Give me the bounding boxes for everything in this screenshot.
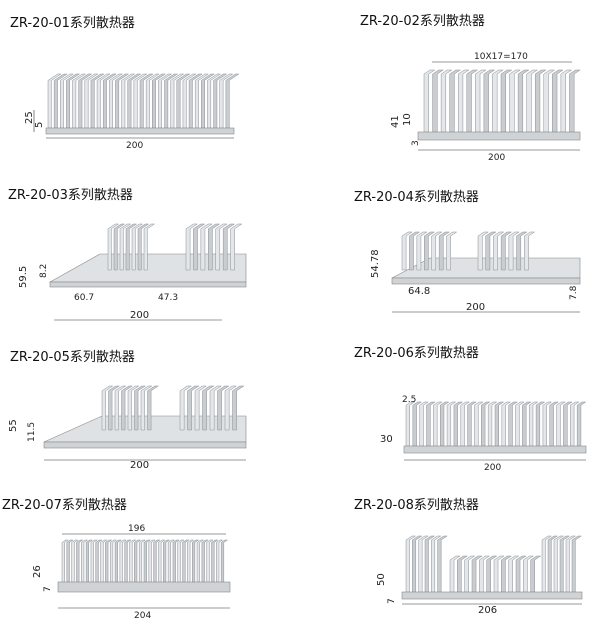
heatsink-item-03: ZR-20-03系列散热器 59.5 8.2 60.7 47.3 200 [0, 158, 301, 321]
dim-label: 206 [478, 605, 497, 616]
dim-label: 196 [128, 524, 145, 534]
heatsink-drawing: 59.5 8.2 60.7 47.3 200 [18, 223, 247, 321]
fin-array [47, 73, 240, 129]
item-title: ZR-20-02系列散热器 [360, 14, 485, 29]
heatsink-drawing: 10X17=170 41 10 3 200 [390, 52, 581, 163]
dim-label: 7 [43, 586, 53, 592]
item-title: ZR-20-04系列散热器 [354, 190, 479, 205]
dim-label: 2.5 [402, 395, 416, 405]
item-title: ZR-20-08系列散热器 [354, 498, 479, 513]
dim-label: 26 [32, 565, 43, 578]
heatsink-item-05: ZR-20-05系列散热器 55 11.5 200 [0, 316, 301, 473]
dim-label: 200 [484, 463, 501, 473]
heatsink-item-04: ZR-20-04系列散热器 54.78 64.8 7.8 200 [302, 158, 603, 315]
fin-array [541, 535, 583, 593]
dim-label: 200 [488, 153, 505, 163]
dim-label: 200 [126, 141, 143, 151]
dim-label: 64.8 [408, 286, 430, 297]
dim-label: 204 [134, 611, 151, 621]
dim-label: 10X17=170 [474, 52, 528, 62]
fin-array [449, 555, 542, 593]
dim-label: 200 [130, 460, 149, 471]
dim-label: 55 [8, 419, 19, 432]
item-title: ZR-20-07系列散热器 [2, 498, 127, 513]
item-title: ZR-20-03系列散热器 [8, 188, 133, 203]
heatsink-item-02: ZR-20-02系列散热器 10X17=170 41 10 3 200 [302, 0, 603, 163]
dim-label: 7.8 [569, 285, 579, 300]
fin-array [61, 539, 229, 583]
dim-label: 10 [402, 113, 413, 126]
fin-array [405, 535, 448, 593]
dim-label: 30 [380, 434, 393, 445]
item-title: ZR-20-01系列散热器 [10, 16, 135, 31]
heatsink-item-07: ZR-20-07系列散热器 196 26 7 204 [0, 474, 301, 631]
dim-label: 25 [24, 111, 35, 124]
dim-label: 8.2 [39, 264, 49, 278]
dim-label: 50 [376, 573, 387, 586]
fin-array [101, 385, 160, 431]
fin-array [405, 401, 587, 447]
fin-array [423, 69, 581, 133]
heatsink-drawing: 54.78 64.8 7.8 200 [370, 231, 581, 313]
heatsink-item-08: ZR-20-08系列散热器 50 7 206 [302, 474, 603, 631]
dim-label: 200 [466, 302, 485, 313]
dim-label: 3 [411, 140, 421, 146]
dim-label: 54.78 [370, 249, 381, 278]
item-title: ZR-20-05系列散热器 [10, 350, 135, 365]
fin-array [179, 385, 245, 431]
dim-label: 11.5 [27, 422, 37, 442]
fin-array [107, 223, 156, 271]
dim-label: 60.7 [74, 293, 94, 303]
heatsink-drawing: 25 5 200 [24, 73, 240, 151]
item-title: ZR-20-06系列散热器 [354, 346, 479, 361]
fin-array [477, 231, 536, 271]
heatsink-drawing: 50 7 206 [376, 535, 583, 616]
dim-label: 59.5 [18, 266, 29, 288]
heatsink-drawing: 196 26 7 204 [32, 524, 231, 621]
dim-label: 200 [130, 310, 149, 321]
dim-label: 41 [390, 115, 401, 128]
heatsink-item-01: ZR-20-01系列散热器 25 5 200 [0, 0, 301, 157]
heatsink-drawing: 2.5 30 200 [380, 395, 587, 473]
fin-array [185, 223, 243, 271]
dim-label: 47.3 [158, 293, 178, 303]
heatsink-item-06: ZR-20-06系列散热器 2.5 30 200 [302, 316, 603, 473]
heatsink-drawing: 55 11.5 200 [8, 385, 247, 471]
fin-array [401, 231, 458, 271]
dim-label: 7 [387, 598, 397, 604]
dim-label: 5 [34, 122, 45, 128]
